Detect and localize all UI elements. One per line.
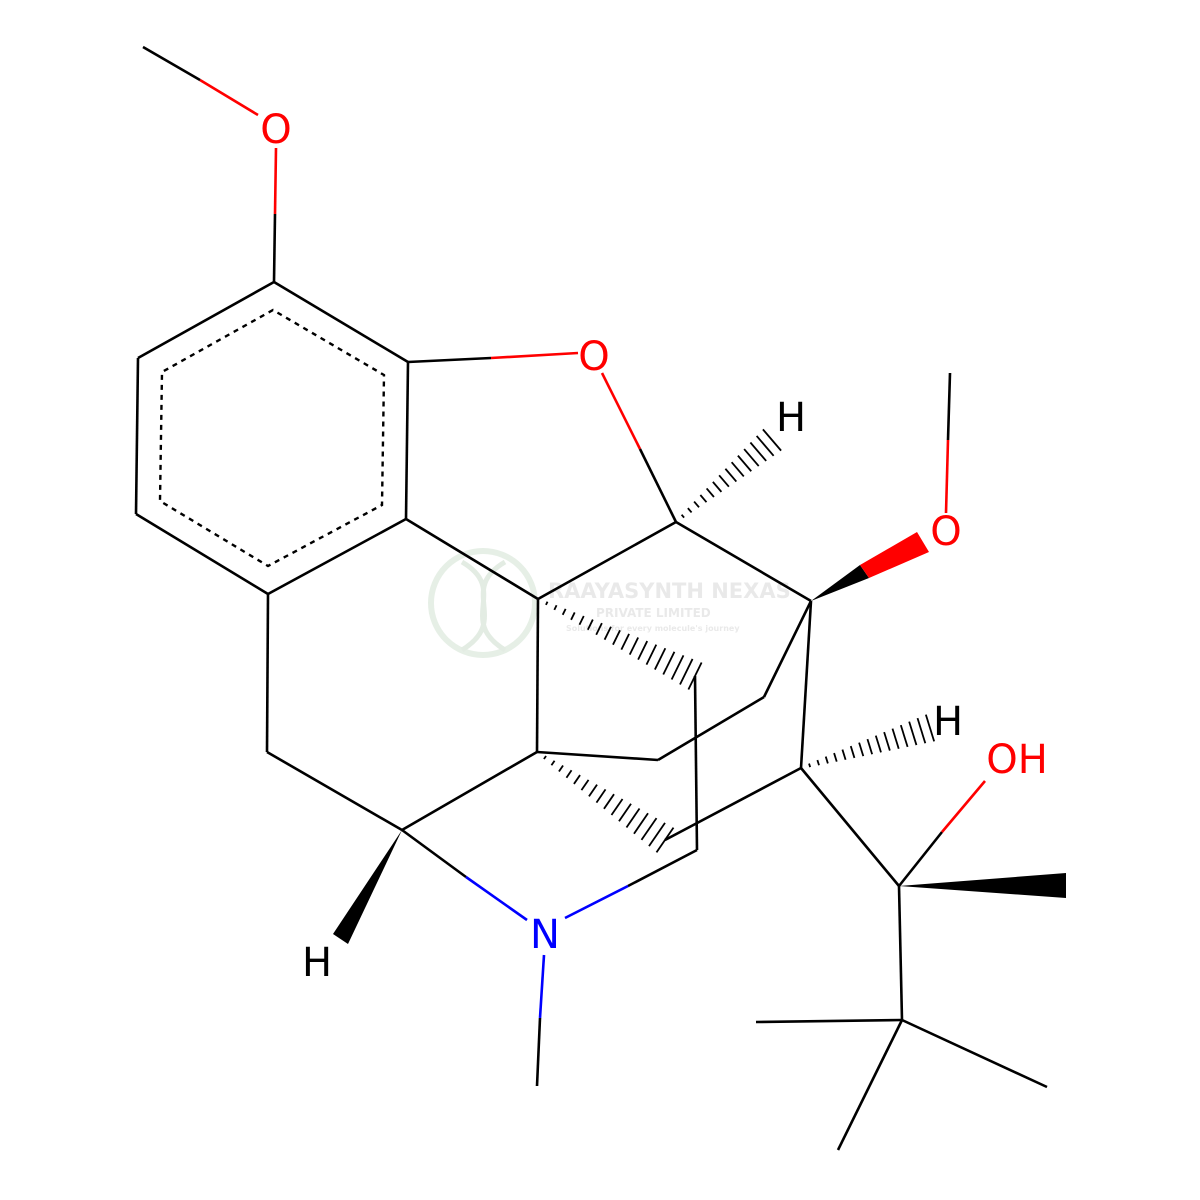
hash-bond-c-lower-stroke [573, 774, 581, 785]
hash-bond-h-top-stroke [712, 481, 723, 493]
hash-bond-h-top-stroke [755, 435, 775, 457]
atom-label-h-right: H [933, 699, 963, 745]
hash-bond-c-lower-stroke [595, 788, 607, 804]
hash-bond-h-right-stroke [824, 756, 829, 764]
watermark-line2: PRIVATE LIMITED [596, 606, 711, 620]
hash-bond-c-lower-stroke [543, 755, 547, 760]
methoxy-right [944, 372, 952, 514]
hash-bond-c-upper-stroke [645, 644, 658, 665]
hash-bond-c-lower-stroke [558, 765, 564, 772]
hash-bond-h-top-stroke [680, 514, 685, 519]
hash-bond-h-right-stroke [866, 738, 874, 755]
wedge-bond-h-bottom [333, 830, 402, 944]
atom-label-o-methoxy-top: O [260, 107, 291, 153]
hash-bond-c-lower-stroke [550, 760, 556, 766]
hash-bond-h-top-stroke [762, 428, 782, 452]
hash-bond-h-top-stroke [724, 468, 738, 483]
hash-bond-h-top-stroke [743, 448, 760, 467]
solid-wedge-bonds [333, 532, 1066, 944]
hashed-wedge-bonds [543, 428, 936, 853]
hash-bond-c-upper-stroke [662, 651, 676, 675]
watermark: RAAYASYNTH NEXAS PRIVATE LIMITED Solutio… [428, 548, 791, 658]
hash-bond-c-lower-stroke [633, 812, 649, 835]
hash-bond-h-top-stroke [749, 441, 767, 462]
hash-bond-c-lower-stroke [625, 808, 641, 828]
hash-bond-h-right-stroke [816, 759, 820, 766]
hash-bond-h-right-stroke [908, 721, 918, 746]
hash-bond-h-right-stroke [891, 728, 900, 749]
hash-bond-c-lower-stroke [580, 779, 590, 791]
watermark-line3: Solutions for every molecule's journey [566, 624, 740, 633]
atom-label-oh: OH [986, 737, 1048, 783]
core-skeleton [265, 517, 813, 1087]
watermark-line1: RAAYASYNTH NEXAS [548, 579, 791, 603]
hash-bond-h-top-stroke [705, 487, 715, 498]
hash-bond-c-upper-stroke [553, 604, 558, 611]
atom-label-h-bottom: H [302, 940, 332, 986]
watermark-logo-icon [428, 548, 538, 658]
hash-bond-h-top-stroke [699, 494, 708, 503]
wedge-bond-methoxy-right [811, 565, 869, 601]
aromatic-ring [134, 280, 410, 596]
hash-bond-c-upper-stroke [578, 615, 585, 626]
hash-bond-c-upper-stroke [620, 633, 630, 651]
atom-label-o-furan: O [578, 334, 609, 380]
hash-bond-h-top-stroke [737, 455, 752, 472]
hash-bond-c-lower-stroke [618, 803, 632, 822]
hash-bond-c-upper-stroke [670, 654, 685, 680]
hash-bond-h-right-stroke [841, 749, 847, 761]
hash-bond-c-upper-stroke [570, 612, 576, 621]
hash-bond-h-right-stroke [883, 731, 891, 751]
atom-labels: O O O OH N H H H [260, 107, 1048, 986]
hash-bond-c-lower-stroke [655, 827, 675, 853]
atom-label-h-top: H [776, 395, 806, 441]
hash-bond-h-right-stroke [808, 763, 812, 768]
hash-bond-h-right-stroke [849, 745, 856, 759]
hash-bond-c-upper-stroke [561, 608, 567, 616]
hash-bond-h-right-stroke [858, 742, 865, 757]
hash-bond-c-upper-stroke [595, 622, 603, 636]
hash-bond-c-upper-stroke [679, 658, 694, 685]
hash-bond-c-upper-stroke [587, 619, 594, 631]
hash-bond-h-top-stroke [693, 500, 700, 508]
wedge-bond-methoxy-right-o [860, 532, 929, 578]
side-chain [755, 767, 1048, 1151]
hash-bond-c-lower-stroke [610, 798, 624, 816]
hash-bond-c-upper-stroke [687, 662, 703, 690]
hash-bond-h-right-stroke [874, 735, 882, 753]
hash-bond-h-right-stroke [899, 724, 909, 748]
hash-bond-h-right-stroke [916, 717, 927, 744]
hash-bond-h-top-stroke [687, 507, 693, 514]
hash-bond-c-upper-stroke [628, 637, 639, 656]
hash-bond-c-upper-stroke [612, 629, 621, 646]
hash-bond-c-upper-stroke [654, 647, 667, 670]
hash-bond-c-lower-stroke [588, 784, 598, 797]
hash-bond-c-lower-stroke [648, 822, 666, 847]
methoxy-top [142, 45, 278, 283]
hash-bond-c-lower-stroke [640, 817, 658, 841]
hash-bond-h-right-stroke [924, 714, 936, 742]
hash-bond-c-upper-stroke [603, 626, 612, 641]
atom-label-n: N [530, 912, 560, 958]
hash-bond-h-right-stroke [833, 752, 838, 762]
hash-bond-c-upper-stroke [545, 601, 549, 606]
furan-bridge [407, 351, 678, 523]
hash-bond-c-upper-stroke [637, 640, 649, 661]
atom-label-o-methoxy-right: O [930, 509, 961, 555]
hash-bond-h-top-stroke [730, 461, 745, 477]
hash-bond-c-lower-stroke [565, 769, 573, 779]
hash-bond-h-top-stroke [718, 474, 730, 488]
hash-bond-c-lower-stroke [603, 793, 615, 810]
wedge-bond-methyl [899, 873, 1066, 898]
